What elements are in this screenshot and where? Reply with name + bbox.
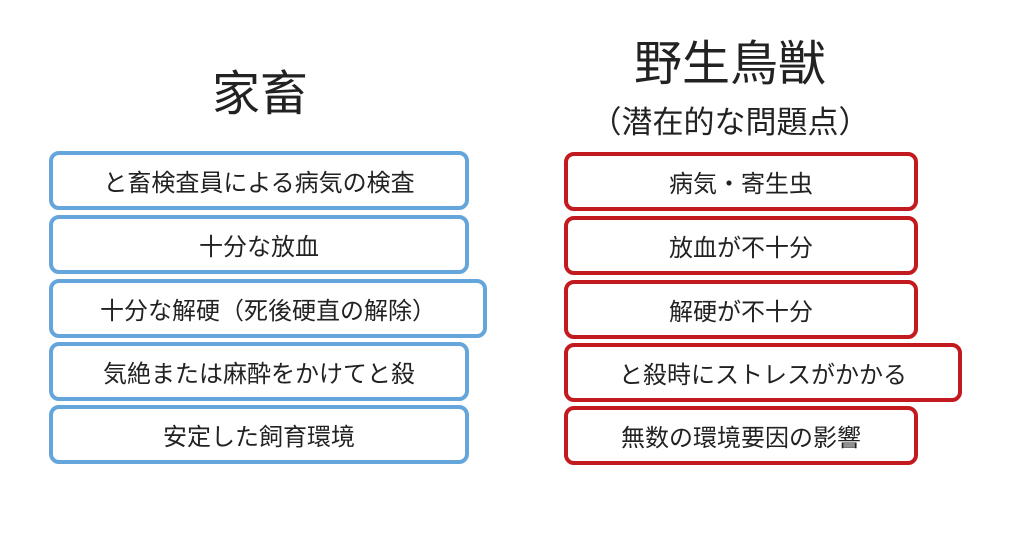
livestock-item-rigor-resolution: 十分な解硬（死後硬直の解除）: [49, 279, 487, 338]
wild-item-disease-parasites: 病気・寄生虫: [564, 152, 918, 211]
livestock-item-stunning: 気絶または麻酔をかけてと殺: [49, 342, 469, 401]
livestock-item-bleeding: 十分な放血: [49, 215, 469, 274]
wild-item-environmental-factors: 無数の環境要因の影響: [564, 406, 918, 465]
livestock-item-disease-inspection: と畜検査員による病気の検査: [49, 151, 469, 210]
wild-game-title: 野生鳥獣: [633, 36, 826, 92]
wild-item-slaughter-stress: と殺時にストレスがかかる: [564, 343, 962, 402]
livestock-title: 家畜: [211, 66, 308, 122]
wild-item-insufficient-rigor-resolution: 解硬が不十分: [564, 280, 918, 339]
wild-item-insufficient-bleeding: 放血が不十分: [564, 216, 918, 275]
wild-game-subtitle: （潜在的な問題点）: [590, 105, 870, 141]
livestock-item-stable-environment: 安定した飼育環境: [49, 405, 469, 464]
